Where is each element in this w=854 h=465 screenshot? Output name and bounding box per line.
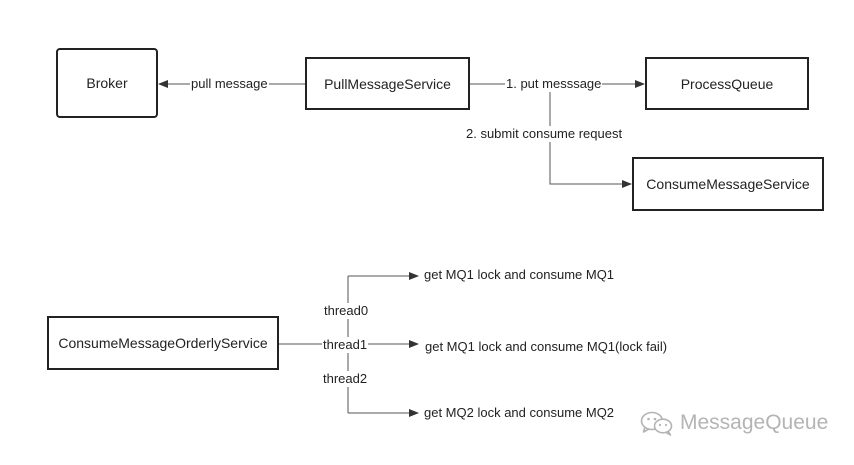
edge-submit-consume-request [549, 84, 632, 188]
node-consume-message-orderly-service-label: ConsumeMessageOrderlyService [58, 335, 268, 351]
wechat-icon [640, 411, 673, 436]
thread-action: get MQ2 lock and consume MQ2 [423, 405, 616, 421]
node-consume-message-service-label: ConsumeMessageService [646, 176, 810, 192]
node-broker: Broker [56, 48, 158, 118]
node-process-queue-label: ProcessQueue [680, 75, 774, 92]
edge-label-submit-consume-request: 2. submit consume request [465, 126, 624, 142]
thread-action: get MQ1 lock and consume MQ1 [423, 267, 616, 283]
thread-label: thread2 [322, 371, 369, 387]
thread-label: thread1 [322, 337, 369, 353]
node-consume-message-orderly-service: ConsumeMessageOrderlyService [47, 316, 279, 370]
edge-label-put-message: 1. put messsage [505, 76, 603, 92]
node-broker-label: Broker [86, 75, 128, 91]
node-consume-message-service: ConsumeMessageService [632, 157, 824, 211]
watermark: MessageQueue [640, 410, 828, 436]
thread-label: thread0 [323, 303, 370, 319]
edge-label-pull-message: pull message [190, 76, 269, 92]
node-pull-message-service: PullMessageService [305, 57, 470, 110]
watermark-text: MessageQueue [680, 411, 829, 434]
node-process-queue: ProcessQueue [645, 57, 809, 110]
thread-action: get MQ1 lock and consume MQ1(lock fail) [424, 339, 669, 355]
node-pull-message-service-label: PullMessageService [324, 75, 451, 92]
